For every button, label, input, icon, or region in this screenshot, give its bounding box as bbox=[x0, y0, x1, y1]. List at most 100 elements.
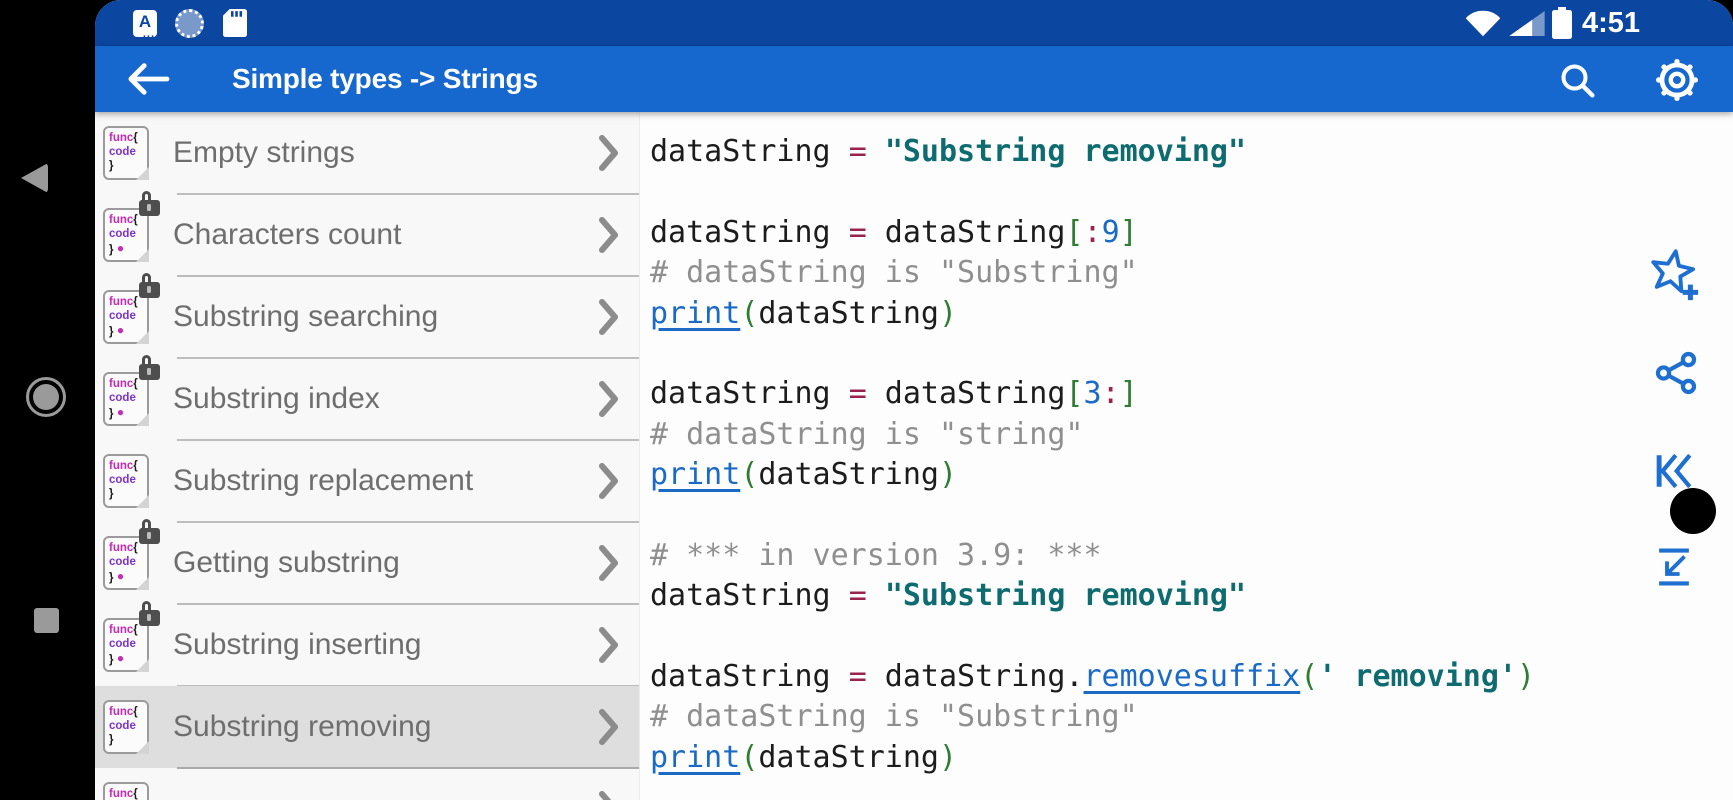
icon-text-line: func{ bbox=[109, 542, 138, 554]
android-recents-button[interactable] bbox=[34, 608, 59, 633]
icon-text-line: code bbox=[109, 474, 136, 486]
code-token: ( bbox=[1300, 659, 1319, 695]
code-token: dataString bbox=[866, 376, 1066, 412]
list-item[interactable]: func{code}Empty strings bbox=[95, 112, 639, 195]
loading-clock-icon bbox=[175, 9, 204, 38]
code-line: print(dataString) bbox=[650, 738, 1535, 778]
code-token: [ bbox=[1065, 214, 1084, 250]
progress-dot-icon: ● bbox=[113, 241, 125, 255]
lock-icon bbox=[139, 355, 160, 380]
code-line bbox=[650, 617, 1535, 657]
status-bar: A... 4:51 bbox=[95, 0, 1733, 46]
code-line: dataString = dataString[:9] bbox=[650, 213, 1535, 253]
list-item[interactable]: func{code} ●Substring inserting bbox=[95, 601, 639, 687]
code-line: # dataString is "Substring" bbox=[650, 697, 1535, 737]
code-viewer[interactable]: dataString = "Substring removing" dataSt… bbox=[640, 112, 1733, 800]
code-token: : bbox=[1083, 214, 1102, 250]
code-token: ( bbox=[740, 457, 759, 493]
share-icon[interactable] bbox=[1653, 350, 1699, 396]
icon-text-line: code bbox=[109, 556, 136, 568]
code-token: # dataString is "string" bbox=[650, 416, 1084, 452]
icon-text-line: } ● bbox=[109, 651, 125, 667]
code-function-link[interactable]: print bbox=[650, 295, 741, 331]
code-line: # dataString is "Substring" bbox=[650, 253, 1535, 293]
home-circle-icon bbox=[33, 384, 59, 410]
code-token: dataString. bbox=[866, 659, 1084, 695]
code-token: "Substring removing" bbox=[884, 578, 1247, 614]
chevron-right-icon bbox=[599, 626, 619, 664]
code-line: dataString = "Substring removing" bbox=[650, 576, 1535, 616]
floating-circle-button[interactable] bbox=[1670, 488, 1716, 534]
code-token: # dataString is "Substring" bbox=[650, 699, 1138, 735]
skip-to-start-icon[interactable] bbox=[1653, 450, 1695, 492]
chevron-right-icon bbox=[599, 380, 619, 418]
code-token: dataString bbox=[650, 578, 849, 614]
chevron-right-icon bbox=[599, 790, 619, 800]
list-item[interactable]: func{code}Substring replacement bbox=[95, 440, 639, 523]
battery-icon bbox=[1552, 7, 1572, 39]
code-line bbox=[650, 496, 1535, 536]
list-item-label: Substring inserting bbox=[173, 628, 422, 661]
icon-text-line: func{ bbox=[109, 378, 138, 390]
code-function-link[interactable]: removesuffix bbox=[1083, 659, 1301, 695]
code-token: = bbox=[848, 659, 867, 695]
list-item[interactable]: func{code} Substring removing bbox=[95, 686, 639, 769]
scroll-to-bottom-icon[interactable] bbox=[1653, 546, 1695, 588]
gear-icon[interactable] bbox=[1655, 58, 1699, 102]
progress-dot-icon: ● bbox=[113, 323, 125, 337]
code-snippet-icon: func{code} ● bbox=[103, 191, 160, 262]
chevron-right-icon bbox=[599, 134, 619, 172]
icon-text-line: func{ bbox=[109, 706, 138, 718]
list-item[interactable]: func{code} ● Substring searching bbox=[95, 273, 639, 359]
list-item-label: Substring index bbox=[173, 382, 380, 415]
icon-text-line: } ● bbox=[109, 405, 125, 421]
app-screen: A... 4:51 bbox=[95, 0, 1733, 800]
search-icon[interactable] bbox=[1557, 60, 1597, 100]
chevron-right-icon bbox=[599, 544, 619, 582]
code-line bbox=[650, 172, 1535, 212]
code-function-link[interactable]: print bbox=[650, 739, 741, 775]
list-item-label: Substring searching bbox=[173, 300, 439, 333]
code-function-link[interactable]: print bbox=[650, 457, 741, 493]
icon-text-line: } bbox=[109, 488, 114, 500]
code-token: = bbox=[848, 578, 867, 614]
list-item-label: Empty strings bbox=[173, 136, 355, 169]
chevron-right-icon bbox=[599, 708, 619, 746]
favorite-star-add-icon[interactable] bbox=[1647, 249, 1701, 303]
lock-icon bbox=[139, 191, 160, 216]
chevron-right-icon bbox=[599, 216, 619, 254]
code-token: = bbox=[848, 214, 867, 250]
list-item[interactable]: func{code} ●Characters count bbox=[95, 191, 639, 277]
list-item[interactable]: func{code} ●Getting substring bbox=[95, 519, 639, 605]
code-line: print(dataString) bbox=[650, 294, 1535, 334]
folded-corner bbox=[136, 413, 149, 426]
code-token bbox=[867, 134, 885, 169]
list-item[interactable]: func{code} bbox=[95, 768, 639, 800]
sd-card-icon bbox=[223, 9, 247, 37]
code-token: dataString bbox=[650, 659, 849, 695]
code-snippet-icon: func{code} bbox=[103, 700, 149, 754]
cell-signal-icon bbox=[1509, 11, 1545, 36]
icon-text-line: code bbox=[109, 310, 136, 322]
back-arrow-button[interactable] bbox=[125, 60, 171, 98]
android-home-button[interactable] bbox=[26, 377, 66, 417]
code-token: dataString bbox=[758, 457, 939, 493]
folded-corner bbox=[136, 741, 149, 754]
lock-icon bbox=[139, 273, 160, 298]
code-token: ' removing' bbox=[1318, 659, 1517, 695]
android-back-button[interactable] bbox=[21, 163, 48, 193]
list-item-label: Substring removing bbox=[173, 710, 432, 743]
code-line bbox=[650, 334, 1535, 374]
code-token: ) bbox=[1517, 659, 1536, 695]
code-token: # *** in version 3.9: *** bbox=[650, 537, 1102, 573]
code-token bbox=[867, 578, 885, 613]
code-snippet-icon: func{code} bbox=[103, 454, 149, 508]
code-line: # *** in version 3.9: *** bbox=[650, 536, 1535, 576]
icon-text-line: func{ bbox=[109, 132, 138, 144]
icon-text-line: } ● bbox=[109, 241, 125, 257]
list-item[interactable]: func{code} ●Substring index bbox=[95, 355, 639, 441]
code-snippet-icon: func{code} ● bbox=[103, 273, 160, 344]
code-token: dataString bbox=[650, 376, 849, 412]
